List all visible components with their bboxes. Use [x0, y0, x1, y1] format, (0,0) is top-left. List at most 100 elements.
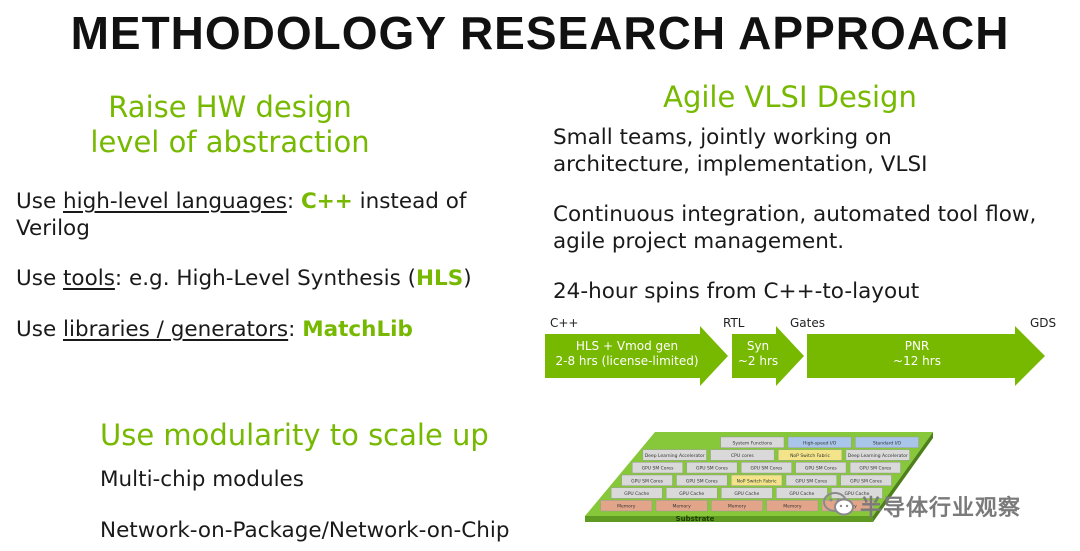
agile-p1-line1: Small teams, jointly working on	[553, 125, 892, 150]
chip-tile-label: Standard I/O	[873, 440, 902, 446]
libraries-generators-link: libraries / generators	[63, 317, 289, 342]
chip-tile	[711, 500, 763, 512]
bullet-languages-line2: Verilog	[16, 216, 90, 241]
chip-tile	[777, 449, 843, 461]
chip-tile	[776, 487, 828, 499]
chip-tile-label: Memory	[728, 504, 747, 510]
syn-stage-name: Syn	[747, 339, 769, 353]
chip-tile-label: GPU Cache	[679, 491, 704, 497]
flow-label-gds: GDS	[1030, 316, 1057, 330]
chip-tile-label: Deep Learning Accelerator	[645, 453, 705, 459]
chip-tile-label: Memory	[783, 504, 802, 510]
pnr-stage-name: PNR	[905, 339, 930, 353]
chip-tile	[610, 487, 663, 499]
chip-tile-label: GPU SM Cores	[631, 478, 664, 484]
chip-tile	[855, 436, 919, 448]
pnr-arrow: PNR ~12 hrs	[807, 326, 1045, 386]
agile-p1: Small teams, jointly working on architec…	[553, 124, 1073, 178]
bullet-languages-suffix: instead of	[352, 189, 467, 214]
chip-tile-label: Memory	[617, 504, 636, 510]
substrate-side	[873, 432, 933, 522]
chip-tile-label: NoP Switch Fabric	[737, 478, 777, 484]
flow-arrows: HLS + Vmod gen 2-8 hrs (license-limited)…	[545, 326, 1045, 386]
chip-tile-label: GPU Cache	[844, 491, 869, 497]
bullet-languages-sep: :	[286, 189, 301, 214]
bullet-tools: Use tools: e.g. High-Level Synthesis (HL…	[16, 265, 536, 292]
pnr-stage-time: ~12 hrs	[893, 354, 941, 368]
chip-tile-label: Deep Learning Accelerator	[848, 453, 908, 459]
hls-highlight: HLS	[416, 266, 464, 291]
chip-tile	[721, 487, 773, 499]
bullet-tools-suffix: )	[463, 266, 472, 291]
bullet-tools-mid: : e.g. High-Level Synthesis (	[114, 266, 417, 291]
tools-link: tools	[63, 266, 115, 291]
chip-tile	[676, 474, 728, 486]
chip-tile	[720, 436, 785, 448]
bullet-libraries-prefix: Use	[16, 317, 63, 342]
hls-stage-name: HLS + Vmod gen	[576, 339, 678, 353]
chip-tile-label: Memory	[672, 504, 691, 510]
chip-tile-label: GPU SM Cores	[805, 466, 838, 472]
chip-tile-label: CPU cores	[731, 453, 754, 459]
bullet-libraries-sep: :	[288, 317, 303, 342]
chip-tile	[795, 462, 847, 474]
abstraction-heading-line2: level of abstraction	[90, 125, 370, 159]
chip-tile	[787, 436, 852, 448]
multichip-module-diagram: System Functions High-speed I/O Standard I…	[585, 432, 933, 523]
chip-tile-label: High-speed I/O	[803, 440, 837, 446]
modularity-line2: Network-on-Package/Network-on-Chip	[100, 518, 510, 543]
chip-tile-label: System Functions	[732, 440, 772, 446]
bullet-languages-prefix: Use	[16, 189, 63, 214]
hls-arrow-shape	[545, 326, 728, 386]
abstraction-heading: Raise HW design level of abstraction	[60, 90, 400, 160]
chip-tile-label: GPU Cache	[624, 491, 649, 497]
hls-stage-time: 2-8 hrs (license-limited)	[556, 354, 699, 368]
high-level-languages-link: high-level languages	[63, 189, 287, 214]
chip-tile	[665, 487, 718, 499]
chip-tile-label: GPU SM Cores	[850, 478, 883, 484]
hls-arrow: HLS + Vmod gen 2-8 hrs (license-limited)	[545, 326, 728, 386]
agile-heading: Agile VLSI Design	[663, 80, 917, 114]
chip-tile-label: GPU SM Cores	[750, 466, 783, 472]
chip-tile-label: GPU Cache	[789, 491, 814, 497]
bullet-tools-prefix: Use	[16, 266, 63, 291]
abstraction-heading-line1: Raise HW design	[108, 90, 352, 124]
chip-tile	[600, 500, 653, 512]
flow-label-cpp: C++	[550, 316, 579, 330]
chip-tile-label: GPU SM Cores	[696, 466, 729, 472]
chip-tile-label: GPU SM Cores	[859, 466, 892, 472]
chip-tile	[849, 462, 901, 474]
matchlib-highlight: MatchLib	[302, 317, 413, 342]
watermark-text: 半导体行业观察	[860, 496, 1022, 521]
chip-tile	[642, 449, 707, 461]
flow-label-gates: Gates	[790, 316, 825, 330]
chip-tile	[710, 449, 775, 461]
agile-p2: Continuous integration, automated tool f…	[553, 201, 1073, 255]
chip-tile	[621, 474, 673, 486]
chip-tile-label: GPU SM Cores	[642, 466, 675, 472]
pnr-arrow-shape	[807, 326, 1045, 386]
agile-p1-line2: architecture, implementation, VLSI	[553, 152, 928, 177]
chip-tile-label: GPU Cache	[734, 491, 759, 497]
chip-tile	[686, 462, 738, 474]
chip-tile-label: GPU SM Cores	[686, 478, 719, 484]
cpp-highlight: C++	[300, 189, 353, 214]
bullet-languages: Use high-level languages: C++ instead of…	[16, 188, 516, 242]
modularity-heading: Use modularity to scale up	[100, 418, 489, 452]
chip-tile	[730, 474, 783, 486]
agile-p3: 24-hour spins from C++-to-layout	[553, 279, 920, 304]
agile-p2-line1: Continuous integration, automated tool f…	[553, 202, 1037, 227]
substrate-edge	[585, 516, 873, 522]
chip-tile	[632, 462, 683, 474]
chip-tile	[785, 474, 837, 486]
substrate-label: Substrate	[676, 515, 715, 523]
chip-tile-label: NoP Switch Fabric	[790, 453, 830, 459]
chip-tile	[845, 449, 910, 461]
syn-arrow: Syn ~2 hrs	[732, 326, 804, 386]
page-title: METHODOLOGY RESEARCH APPROACH	[70, 7, 1010, 59]
chip-tile	[766, 500, 819, 512]
agile-p2-line2: agile project management.	[553, 229, 845, 254]
bullet-libraries: Use libraries / generators: MatchLib	[16, 316, 536, 343]
chip-tile	[840, 474, 892, 486]
modularity-line1: Multi-chip modules	[100, 467, 304, 492]
